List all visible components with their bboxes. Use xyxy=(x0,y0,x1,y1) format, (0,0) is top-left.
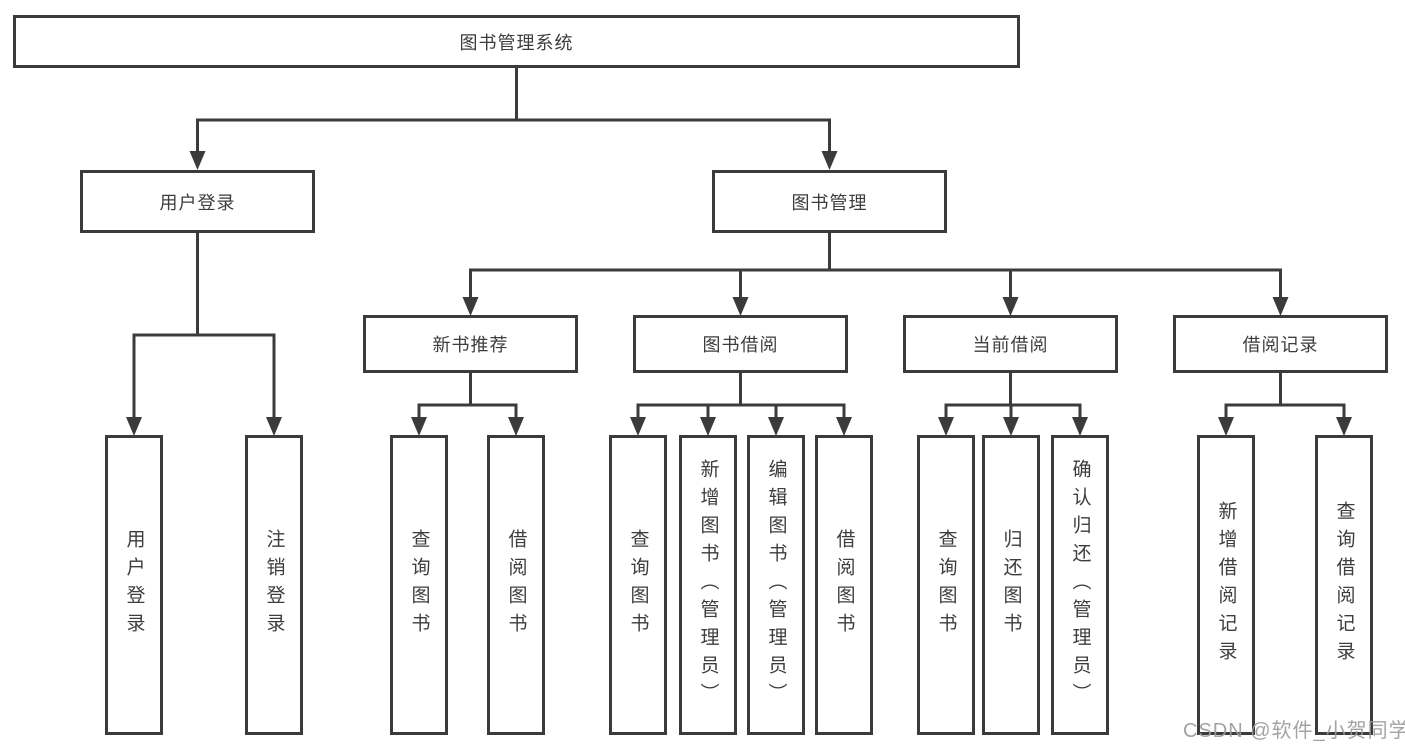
connector-book-borrow-children xyxy=(636,371,846,419)
connector-new-book-rec-children xyxy=(417,371,518,419)
leaf-borrow-books-2: 借阅图书 xyxy=(815,435,873,735)
connector-book-mgmt-children xyxy=(469,231,1282,299)
leaf-query-books-1: 查询图书 xyxy=(390,435,448,735)
arrowheads-borrow-record-children xyxy=(1218,417,1352,436)
node-borrowing-records: 借阅记录 xyxy=(1173,315,1388,373)
arrowheads-level3 xyxy=(462,297,1289,316)
leaf-query-borrow-record: 查询借阅记录 xyxy=(1315,435,1373,735)
connector-borrow-record-children xyxy=(1224,371,1346,419)
leaf-query-books-2: 查询图书 xyxy=(609,435,667,735)
arrowheads-level2 xyxy=(189,151,838,170)
connector-current-borrow-children xyxy=(944,371,1082,419)
node-user-login: 用户登录 xyxy=(80,170,315,233)
arrowheads-user-login-children xyxy=(126,417,282,436)
node-library-management-system: 图书管理系统 xyxy=(13,15,1020,68)
leaf-confirm-return-admin: 确认归还（管理员） xyxy=(1051,435,1109,735)
node-new-book-recommendation: 新书推荐 xyxy=(363,315,578,373)
node-book-management: 图书管理 xyxy=(712,170,947,233)
connector-root-to-level2 xyxy=(196,66,831,153)
node-current-borrowing: 当前借阅 xyxy=(903,315,1118,373)
leaf-query-books-3: 查询图书 xyxy=(917,435,975,735)
leaf-return-book: 归还图书 xyxy=(982,435,1040,735)
connector-user-login-children xyxy=(132,231,276,419)
arrowheads-book-borrow-children xyxy=(630,417,852,436)
leaf-borrow-books-1: 借阅图书 xyxy=(487,435,545,735)
leaf-edit-book-admin: 编辑图书（管理员） xyxy=(747,435,805,735)
arrowheads-current-borrow-children xyxy=(938,417,1088,436)
arrowheads-new-book-rec-children xyxy=(411,417,524,436)
csdn-watermark: CSDN @软件_小贺同学 xyxy=(1183,720,1405,742)
node-book-borrowing: 图书借阅 xyxy=(633,315,848,373)
leaf-add-book-admin: 新增图书（管理员） xyxy=(679,435,737,735)
leaf-user-login: 用户登录 xyxy=(105,435,163,735)
leaf-add-borrow-record: 新增借阅记录 xyxy=(1197,435,1255,735)
leaf-logout: 注销登录 xyxy=(245,435,303,735)
